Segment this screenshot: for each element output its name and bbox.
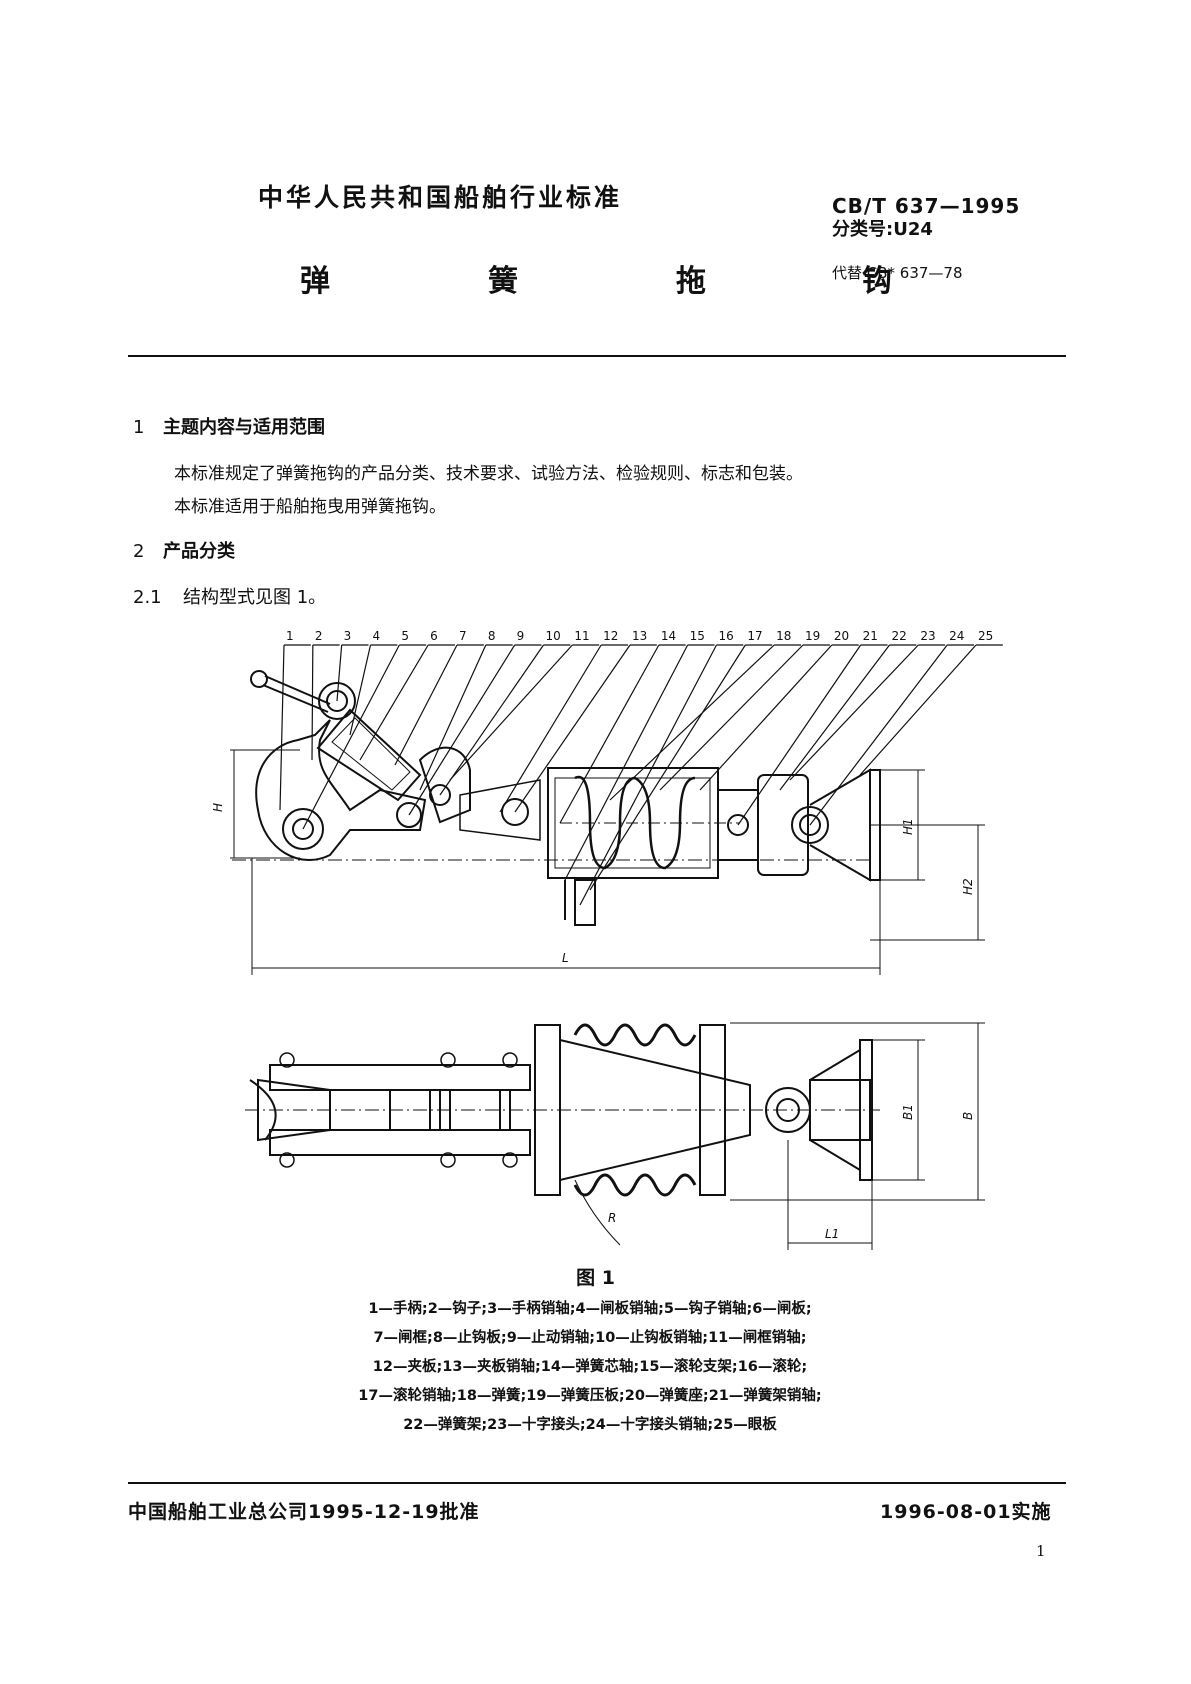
legend-line: 22—弹簧架;23—十字接头;24—十字接头销轴;25—眼板 [403, 1417, 777, 1433]
callout-leader [559, 644, 660, 824]
callout-leader [349, 644, 372, 736]
callout-number: 21 [863, 629, 878, 643]
callout-leader [302, 644, 400, 830]
callout-number: 1 [286, 629, 294, 643]
section-2-heading: 2 产品分类 [133, 537, 235, 563]
callout-leader [809, 644, 948, 826]
callout-leader [449, 644, 573, 781]
standard-code: CB/T 637—1995 [832, 194, 1021, 218]
classification-code: 分类号:U24 [832, 219, 933, 240]
paragraph: 本标准规定了弹簧拖钩的产品分类、技术要求、试验方法、检验规则、标志和包装。 [174, 464, 803, 484]
callout-number: 11 [574, 629, 589, 643]
dim-label-b: B [961, 1112, 975, 1120]
callout-leader [419, 644, 487, 791]
callout-number: 6 [430, 629, 438, 643]
callout-leader [737, 644, 862, 826]
callout-number: 23 [920, 629, 935, 643]
callout-number: 7 [459, 629, 467, 643]
legend-line: 17—滚轮销轴;18—弹簧;19—弹簧压板;20—弹簧座;21—弹簧架销轴; [358, 1388, 822, 1404]
callout-leader [394, 644, 458, 766]
dim-label-b1: B1 [901, 1104, 915, 1120]
legend-line: 1—手柄;2—钩子;3—手柄销轴;4—闸板销轴;5—钩子销轴;6—闸板; [368, 1301, 812, 1317]
page-number: 1 [1036, 1542, 1046, 1560]
callout-leader [311, 644, 314, 761]
dim-label-h2: H2 [961, 878, 975, 895]
handle-knob [250, 670, 268, 688]
figure-caption: 图 1 [576, 1267, 615, 1289]
callout-number: 20 [834, 629, 849, 643]
callout-number: 22 [892, 629, 907, 643]
top-view-dimension-labels: B1 B R L1 [608, 1104, 975, 1241]
callout-leader [564, 644, 689, 881]
callout-number: 16 [719, 629, 734, 643]
callout-leader [408, 644, 516, 816]
callout-number: 8 [488, 629, 496, 643]
callout-leader [439, 644, 544, 796]
dim-label-l1: L1 [825, 1227, 839, 1241]
legend-line: 12—夹板;13—夹板销轴;14—弹簧芯轴;15—滚轮支架;16—滚轮; [372, 1359, 808, 1375]
approval-line: 中国船舶工业总公司1995-12-19批准 [128, 1501, 480, 1523]
footer-rule [128, 1482, 1066, 1484]
callout-number: 18 [776, 629, 791, 643]
section-title: 产品分类 [163, 541, 235, 562]
callout-leader [279, 644, 285, 811]
dim-label-l: L [562, 951, 569, 965]
callout-number: 25 [978, 629, 993, 643]
callout-number: 10 [546, 629, 561, 643]
subsection-text: 结构型式见图 1。 [183, 587, 327, 608]
side-view-dimension-labels: H H1 H2 L [211, 803, 975, 965]
callout-leader [779, 644, 890, 791]
organization-title: 中华人民共和国船舶行业标准 [258, 183, 623, 212]
dim-label-r: R [608, 1211, 616, 1225]
callout-leader [579, 644, 718, 906]
replaces-note: 代替 CB* 637—78 [832, 264, 963, 282]
callout-number: 17 [747, 629, 762, 643]
callout-number: 12 [603, 629, 618, 643]
callout-number: 2 [315, 629, 323, 643]
callout-number: 5 [401, 629, 409, 643]
callout-leader [699, 644, 833, 791]
section-1-heading: 1 主题内容与适用范围 [133, 413, 325, 439]
callout-number: 4 [373, 629, 381, 643]
callout-leader [609, 644, 775, 801]
standard-code-block: CB/T 637—1995 分类号:U24 [832, 194, 1020, 242]
dim-label-h: H [211, 803, 225, 812]
callout-leader [359, 644, 429, 761]
callout-number: 15 [690, 629, 705, 643]
callout-number: 9 [517, 629, 525, 643]
header-rule [128, 355, 1066, 357]
callout-leader [659, 644, 804, 791]
callout-leader [789, 644, 919, 781]
section-number: 2 [133, 541, 145, 562]
top-view [245, 1022, 985, 1250]
callout-number: 13 [632, 629, 647, 643]
side-view [230, 670, 985, 975]
callout-number: 24 [949, 629, 964, 643]
callout-leader-lines [279, 644, 1003, 906]
subsection-2-1: 2.1 结构型式见图 1。 [133, 583, 326, 609]
implementation-date: 1996-08-01实施 [880, 1501, 1052, 1523]
callout-number: 14 [661, 629, 676, 643]
figure-legend: 1—手柄;2—钩子;3—手柄销轴;4—闸板销轴;5—钩子销轴;6—闸板; 7—闸… [290, 1295, 890, 1440]
section-title: 主题内容与适用范围 [163, 417, 325, 438]
paragraph: 本标准适用于船舶拖曳用弹簧拖钩。 [174, 497, 446, 517]
subsection-number: 2.1 [133, 587, 162, 608]
callout-number: 3 [344, 629, 352, 643]
callout-leader [514, 644, 631, 813]
section-number: 1 [133, 417, 145, 438]
callout-leader [859, 644, 977, 776]
dim-label-h1: H1 [901, 818, 915, 835]
legend-line: 7—闸框;8—止钩板;9—止动销轴;10—止钩板销轴;11—闸框销轴; [373, 1330, 807, 1346]
callout-number: 19 [805, 629, 820, 643]
